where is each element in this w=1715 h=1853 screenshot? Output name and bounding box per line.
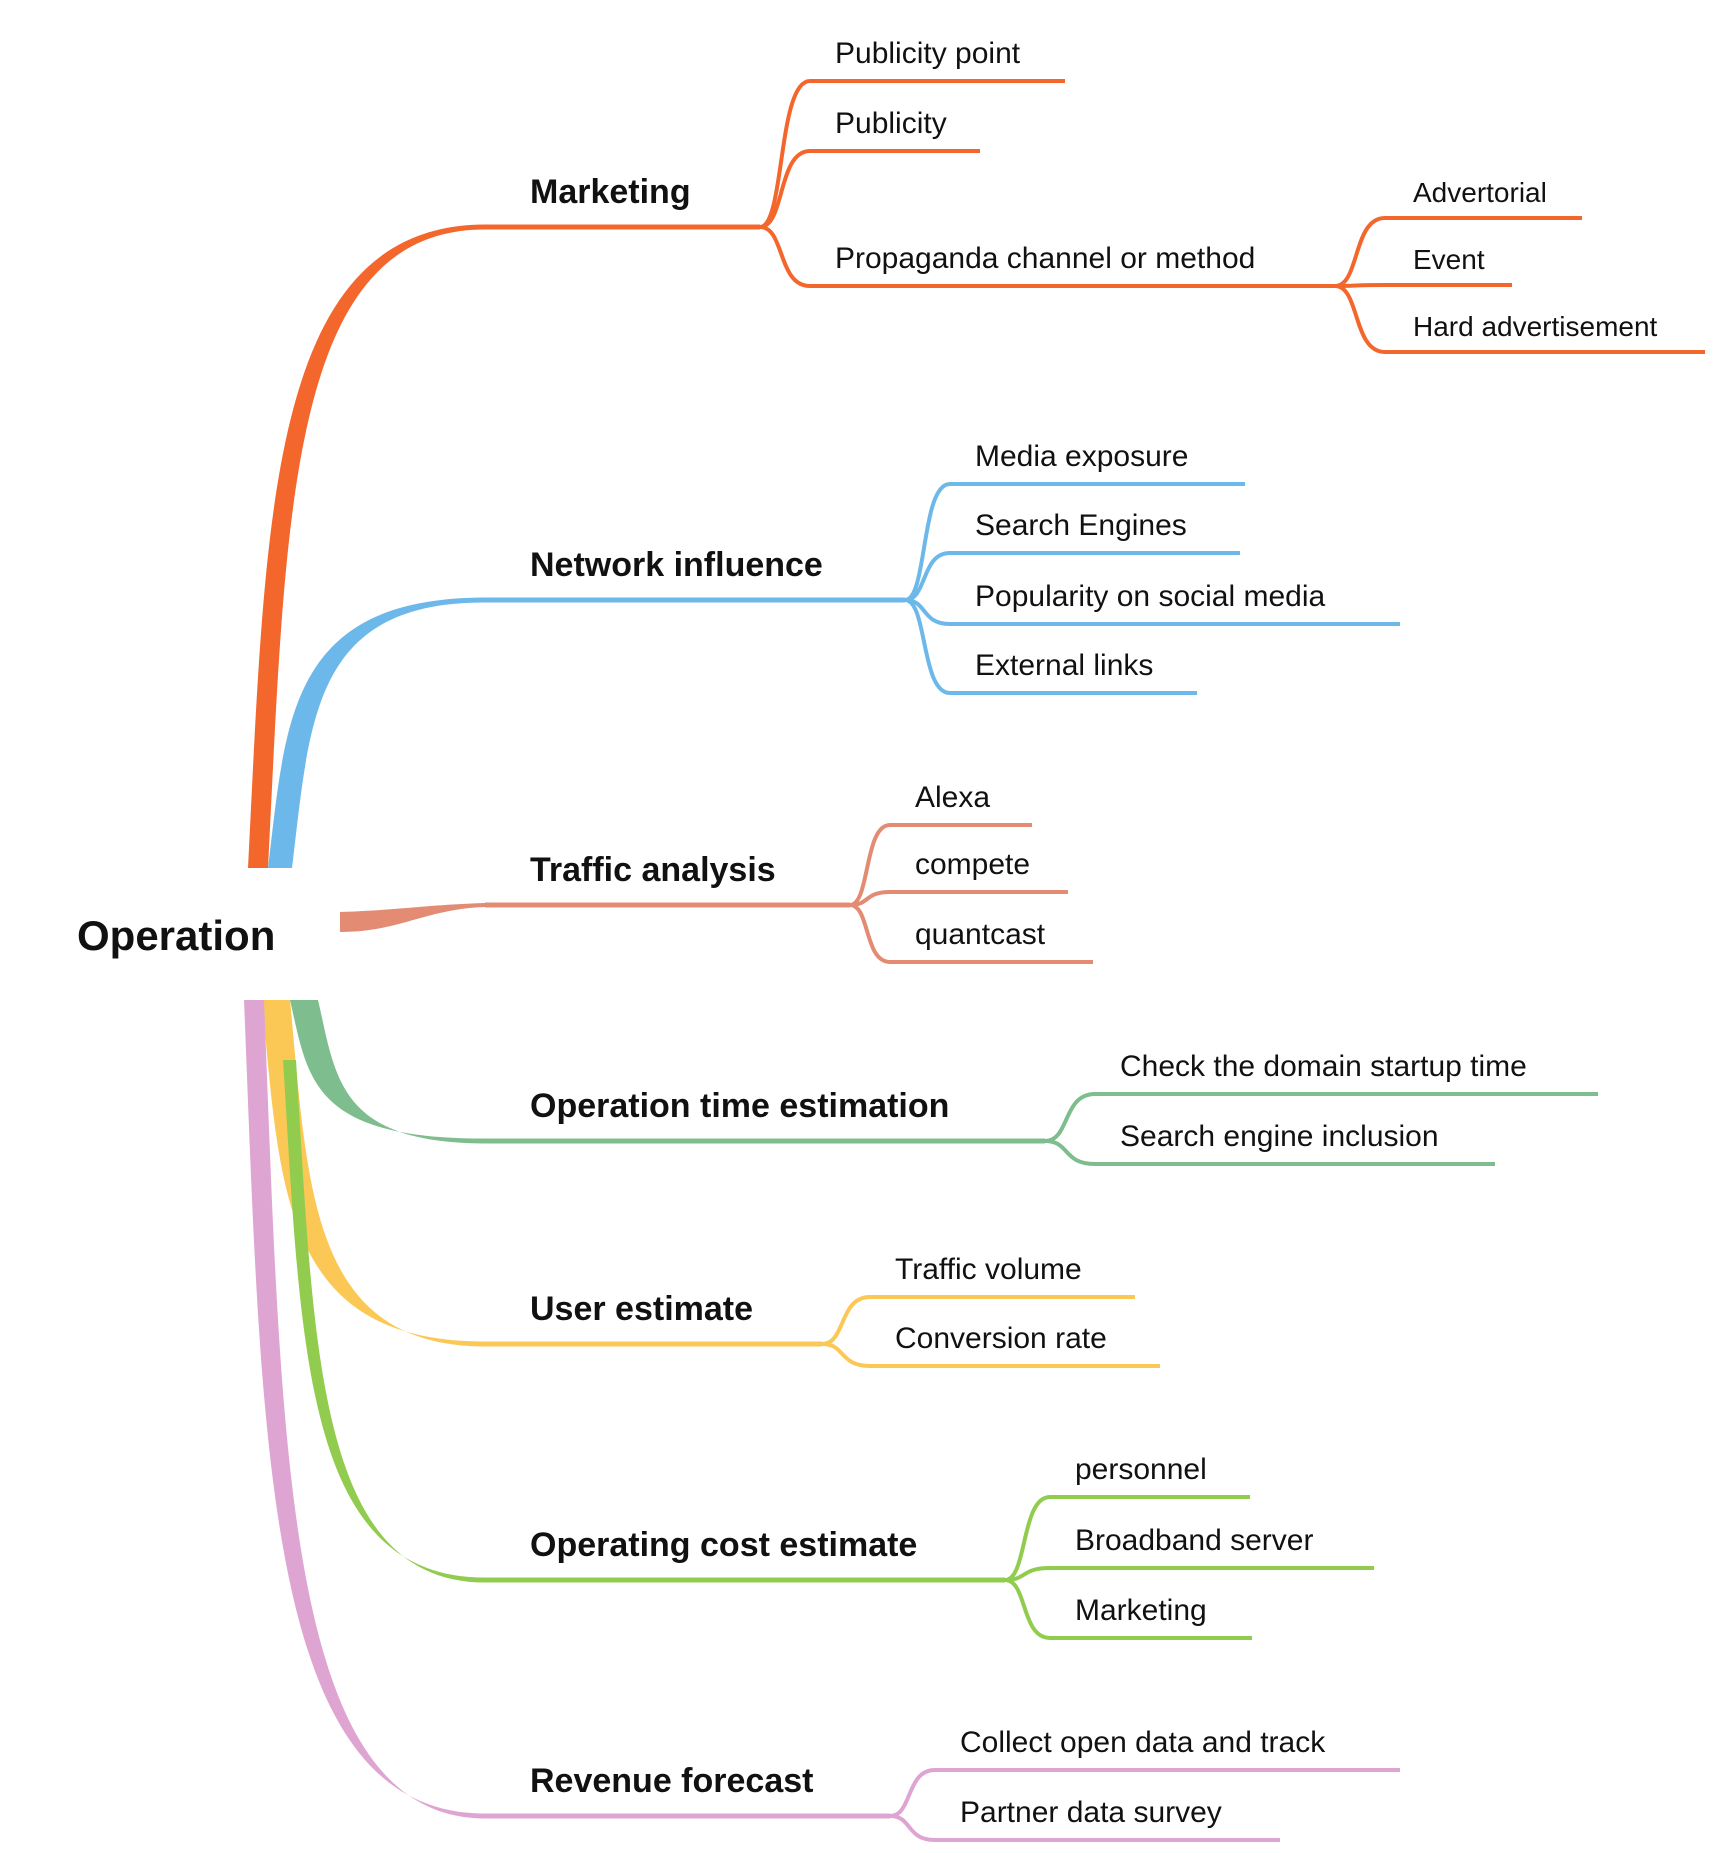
node-marketing[interactable]: Marketing (530, 173, 691, 211)
edge-traffic-analysis-compete (849, 890, 1068, 907)
node-broadband-server[interactable]: Broadband server (1075, 1524, 1313, 1557)
node-event[interactable]: Event (1413, 244, 1485, 275)
edge-user-estimate-traffic-volume (821, 1295, 1135, 1346)
node-alexa[interactable]: Alexa (915, 781, 990, 814)
node-check-the-domain-startup-time[interactable]: Check the domain startup time (1120, 1050, 1527, 1083)
edge-traffic-analysis-alexa (849, 823, 1032, 907)
edge-network-influence-media-exposure (904, 482, 1245, 602)
edge-traffic-analysis-quantcast (849, 903, 1093, 964)
edge-propaganda-channel-or-method-hard-advertisement (1334, 284, 1705, 354)
node-search-engines[interactable]: Search Engines (975, 509, 1187, 542)
node-user-estimate[interactable]: User estimate (530, 1290, 753, 1328)
node-partner-data-survey[interactable]: Partner data survey (960, 1796, 1222, 1829)
edge-operation-time-estimation-check-the-domain-startup-time (1044, 1092, 1598, 1143)
edge-marketing-propaganda-channel-or-method (759, 225, 1335, 288)
edge-propaganda-channel-or-method-event (1334, 283, 1512, 288)
edge-marketing-publicity-point (759, 79, 1065, 229)
edge-revenue-forecast-partner-data-survey (889, 1814, 1280, 1842)
node-operating-cost-estimate[interactable]: Operating cost estimate (530, 1526, 917, 1564)
root-edge-operation-time-estimation (290, 1000, 485, 1144)
edge-propaganda-channel-or-method-advertorial (1334, 216, 1582, 288)
node-network-influence[interactable]: Network influence (530, 546, 823, 584)
edge-operating-cost-estimate-broadband-server (1004, 1566, 1374, 1582)
edges-layer (244, 79, 1705, 1842)
labels-layer: Operation Marketing Publicity pointPublic… (77, 37, 1658, 1829)
root-node-operation[interactable]: Operation (77, 912, 275, 959)
node-publicity[interactable]: Publicity (835, 107, 947, 140)
edge-revenue-forecast-collect-open-data-and-track (889, 1768, 1400, 1818)
edge-marketing-publicity (759, 149, 980, 229)
edge-operating-cost-estimate-marketing (1004, 1578, 1252, 1640)
node-collect-open-data-and-track[interactable]: Collect open data and track (960, 1726, 1326, 1759)
node-publicity-point[interactable]: Publicity point (835, 37, 1021, 70)
root-edge-user-estimate (262, 1000, 485, 1347)
node-traffic-volume[interactable]: Traffic volume (895, 1253, 1082, 1286)
edge-operating-cost-estimate-personnel (1004, 1495, 1250, 1582)
edge-operation-time-estimation-search-engine-inclusion (1044, 1139, 1495, 1166)
node-traffic-analysis[interactable]: Traffic analysis (530, 851, 776, 889)
node-advertorial[interactable]: Advertorial (1413, 177, 1547, 208)
node-popularity-on-social-media[interactable]: Popularity on social media (975, 580, 1326, 613)
node-propaganda-channel-or-method[interactable]: Propaganda channel or method (835, 242, 1255, 275)
node-media-exposure[interactable]: Media exposure (975, 440, 1188, 473)
edge-network-influence-search-engines (904, 551, 1240, 602)
root-edge-network-influence (268, 597, 485, 868)
node-conversion-rate[interactable]: Conversion rate (895, 1322, 1107, 1355)
edge-user-estimate-conversion-rate (821, 1342, 1160, 1368)
node-search-engine-inclusion[interactable]: Search engine inclusion (1120, 1120, 1439, 1153)
node-hard-advertisement[interactable]: Hard advertisement (1413, 311, 1658, 342)
node-operation-time-estimation[interactable]: Operation time estimation (530, 1087, 949, 1125)
node-personnel[interactable]: personnel (1075, 1453, 1207, 1486)
node-compete[interactable]: compete (915, 848, 1030, 881)
root-edge-marketing (248, 224, 485, 868)
root-edge-operating-cost-estimate (283, 1060, 485, 1583)
edge-network-influence-external-links (904, 598, 1197, 695)
root-edge-traffic-analysis (340, 903, 485, 932)
node-quantcast[interactable]: quantcast (915, 918, 1046, 951)
node-revenue-forecast[interactable]: Revenue forecast (530, 1762, 813, 1800)
node-external-links[interactable]: External links (975, 649, 1153, 682)
node-marketing[interactable]: Marketing (1075, 1594, 1207, 1627)
root-edge-revenue-forecast (244, 1000, 485, 1819)
